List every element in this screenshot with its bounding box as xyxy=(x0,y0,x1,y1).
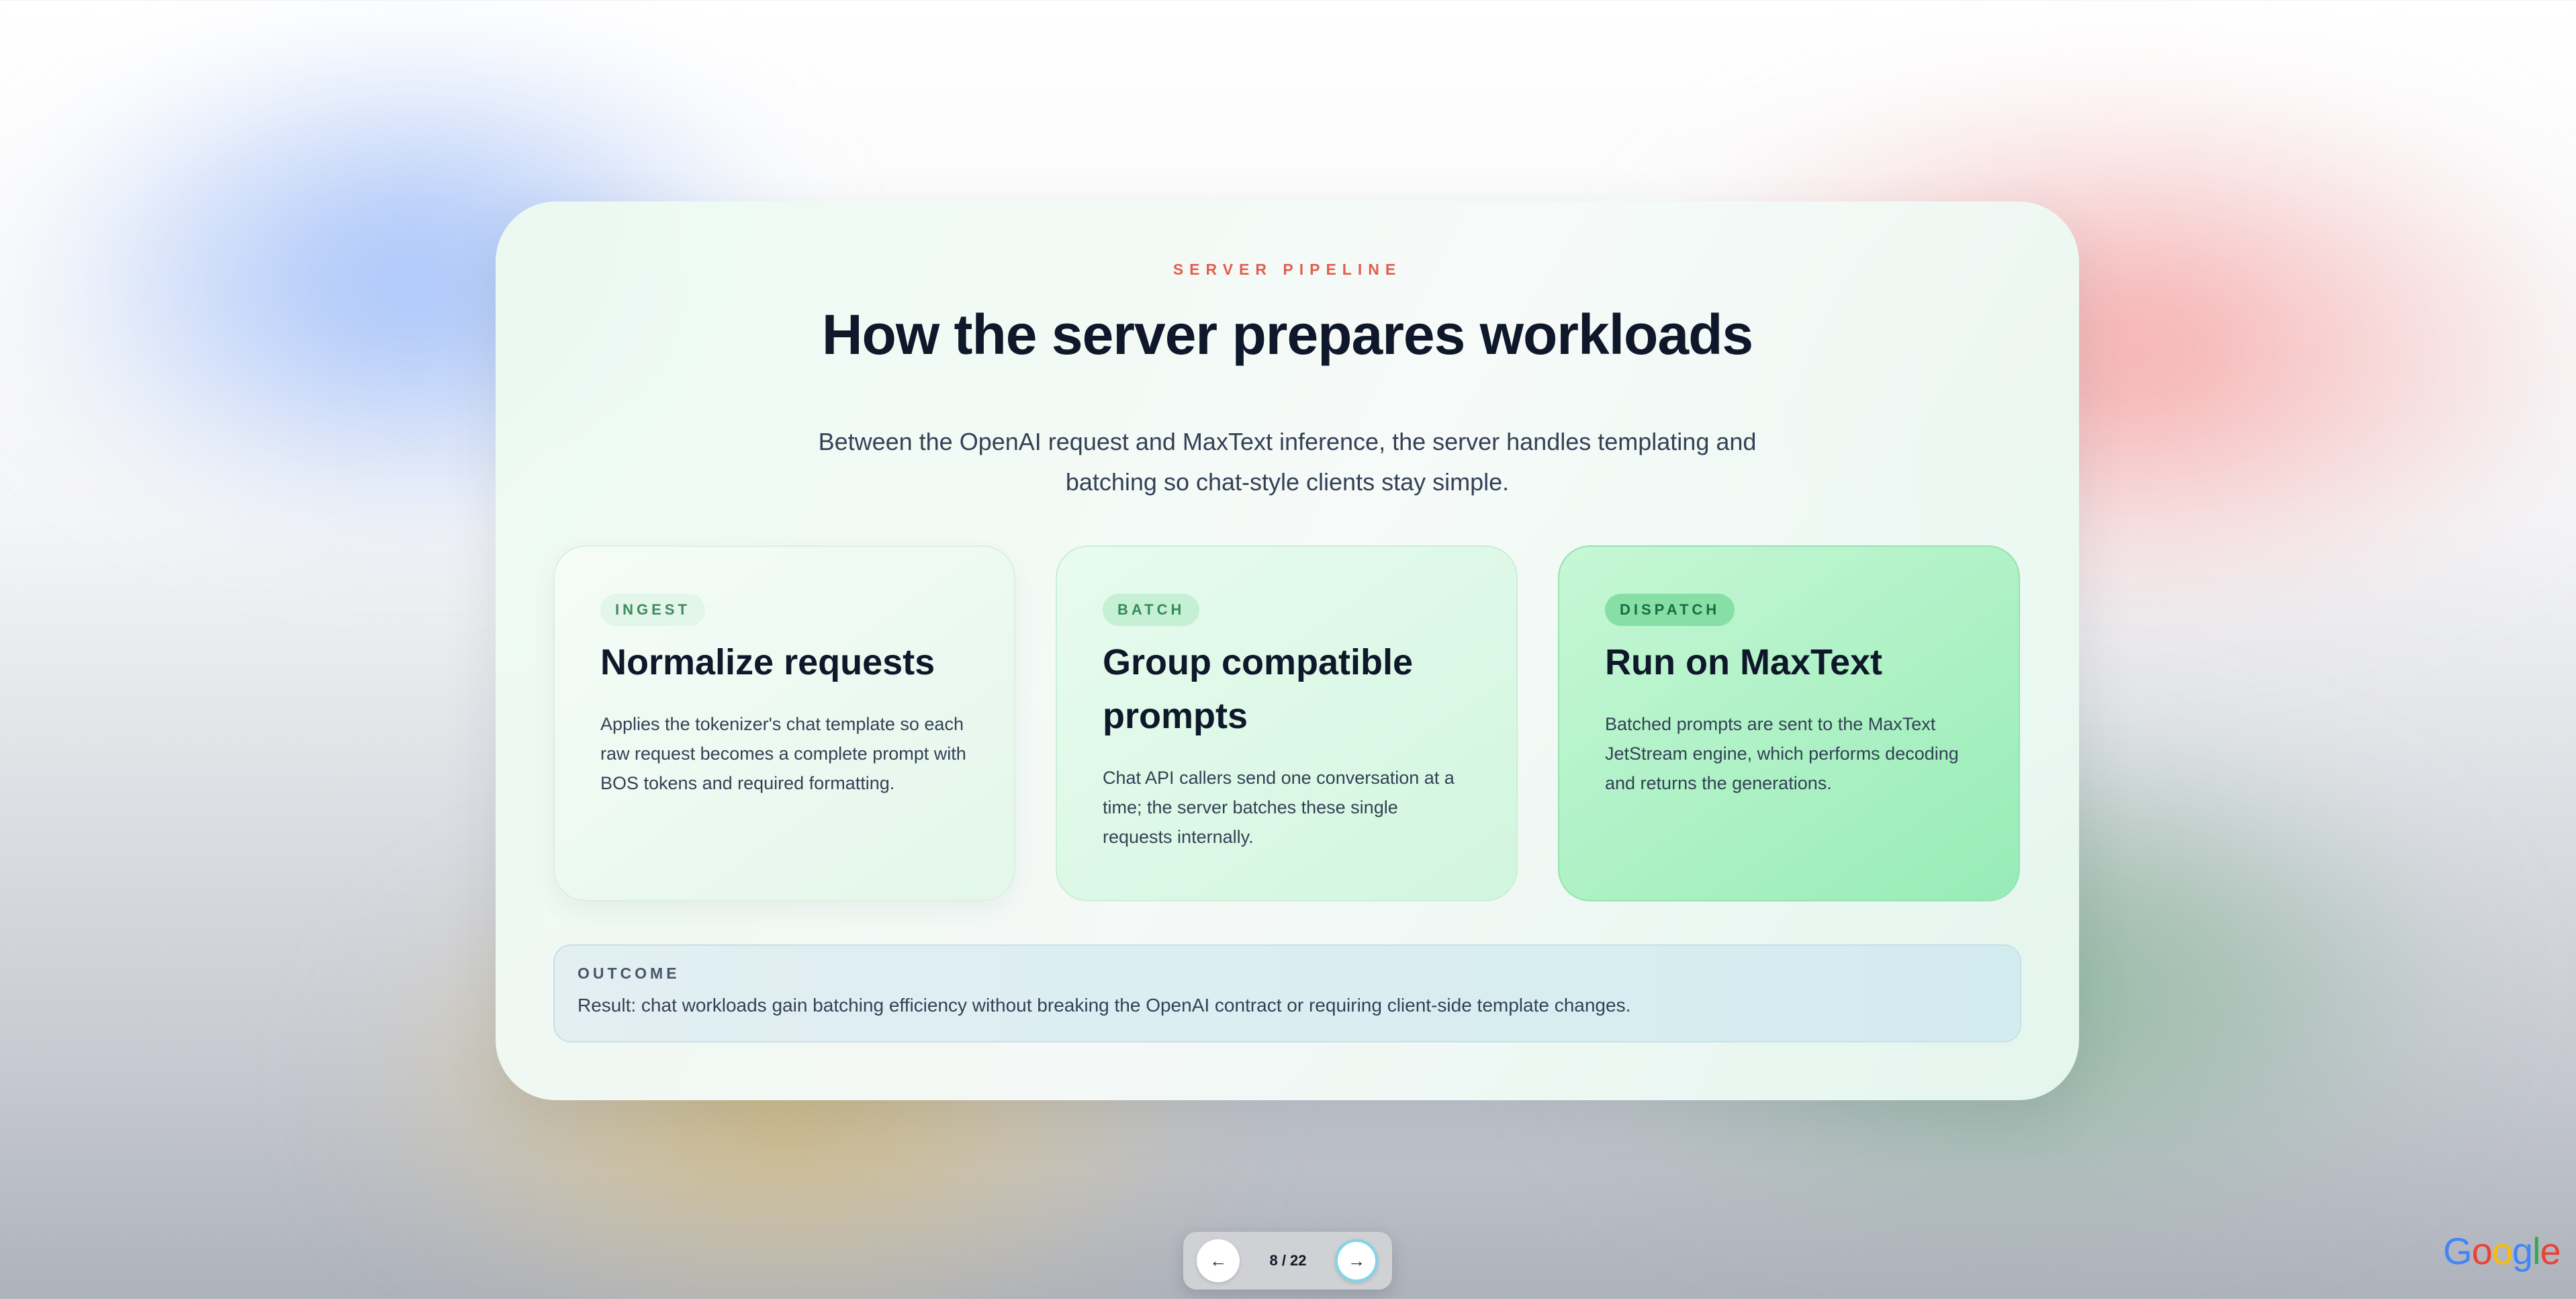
step-card-ingest: INGEST Normalize requests Applies the to… xyxy=(553,545,1015,901)
logo-letter: o xyxy=(2471,1230,2493,1272)
google-logo: Google xyxy=(2443,1229,2561,1273)
step-description: Chat API callers send one conversation a… xyxy=(1103,768,1455,847)
previous-slide-button[interactable]: ← xyxy=(1197,1239,1240,1282)
step-tag: BATCH xyxy=(1103,594,1200,626)
step-card-dispatch: DISPATCH Run on MaxText Batched prompts … xyxy=(1558,545,2020,901)
step-title: Normalize requests xyxy=(600,642,935,682)
slide-title: How the server prepares workloads xyxy=(821,303,1753,366)
arrow-left-icon: ← xyxy=(1209,1250,1227,1271)
slide-eyebrow: SERVER PIPELINE xyxy=(1172,261,1402,278)
logo-letter: G xyxy=(2443,1230,2473,1272)
arrow-right-icon: → xyxy=(1348,1250,1365,1271)
slide-card: SERVER PIPELINE How the server prepares … xyxy=(496,201,2079,1100)
slide-navigation: ← 8 / 22 → xyxy=(1183,1232,1392,1290)
outcome-box: OUTCOME Result: chat workloads gain batc… xyxy=(553,944,2021,1042)
outcome-text: Result: chat workloads gain batching eff… xyxy=(578,995,1631,1016)
slide-subtitle: Between the OpenAI request and MaxText i… xyxy=(818,428,1757,496)
step-description: Batched prompts are sent to the MaxText … xyxy=(1605,714,1959,793)
logo-letter: l xyxy=(2532,1230,2540,1272)
logo-letter: e xyxy=(2540,1230,2561,1272)
logo-letter: o xyxy=(2491,1230,2513,1272)
outcome-label: OUTCOME xyxy=(578,965,680,982)
step-tag: DISPATCH xyxy=(1605,594,1735,626)
next-slide-button[interactable]: → xyxy=(1335,1239,1378,1282)
logo-letter: g xyxy=(2512,1230,2533,1272)
step-title: Run on MaxText xyxy=(1605,642,1883,682)
step-title: Group compatible prompts xyxy=(1103,642,1414,736)
step-description: Applies the tokenizer's chat template so… xyxy=(600,714,966,793)
step-card-batch: BATCH Group compatible prompts Chat API … xyxy=(1056,545,1518,901)
page-indicator: 8 / 22 xyxy=(1269,1252,1307,1269)
step-tag: INGEST xyxy=(600,594,705,626)
